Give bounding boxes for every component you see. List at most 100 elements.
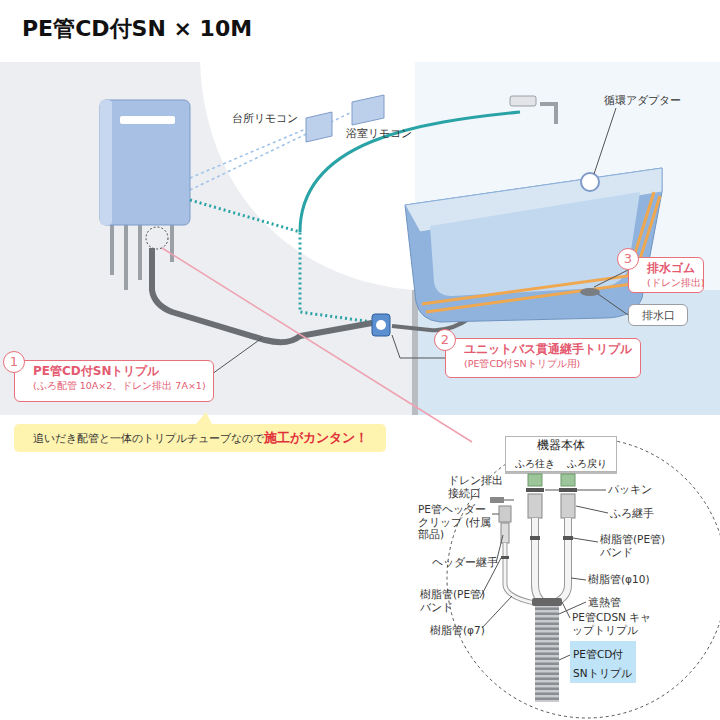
faucet bbox=[540, 104, 556, 124]
leader-line bbox=[594, 270, 628, 287]
scene-background bbox=[0, 62, 720, 415]
part-label: 樹脂管(φ10) bbox=[588, 573, 664, 586]
leader-line bbox=[559, 655, 570, 660]
callout-number: 3 bbox=[617, 248, 639, 270]
part-label: 循環アダプター bbox=[604, 94, 694, 107]
callout-box: 3排水ゴム(ドレン排出) bbox=[628, 257, 704, 293]
callout-note: (ドレン排出) bbox=[647, 277, 697, 289]
heater-pipe bbox=[124, 225, 128, 290]
part-label-box: 排水口 bbox=[628, 304, 688, 326]
remote-wire bbox=[190, 112, 352, 190]
circulation-adapter bbox=[581, 173, 599, 191]
tube-band bbox=[563, 536, 573, 540]
resin-tube bbox=[535, 518, 545, 604]
heater-body bbox=[100, 100, 190, 225]
through-fitting bbox=[372, 314, 390, 336]
packing bbox=[526, 488, 544, 492]
detail-marker bbox=[146, 227, 168, 249]
through-fitting bbox=[376, 320, 386, 330]
heater-side bbox=[100, 100, 112, 225]
callout-title: PE管CD付SNトリプル bbox=[33, 364, 207, 380]
kitchen-remote bbox=[306, 112, 332, 142]
banner-text: 追いだき配管と一体のトリプルチューブなので bbox=[33, 431, 264, 446]
room-wall bbox=[0, 62, 720, 415]
heater-pipe bbox=[110, 225, 114, 275]
bath-joint bbox=[561, 494, 575, 518]
device-body-box: 機器本体ふろ往きふろ戻り bbox=[505, 436, 617, 472]
callout-title: ユニットバス貫通継手トリプル bbox=[464, 342, 634, 358]
highlight-box: PE管CD付 SNトリプル bbox=[570, 641, 636, 683]
detail-view bbox=[447, 438, 720, 718]
callout-number: 2 bbox=[434, 329, 456, 351]
tube-band bbox=[501, 556, 509, 559]
drain bbox=[580, 288, 600, 296]
callout-note: (PE管CD付SNトリプル用) bbox=[464, 358, 634, 370]
bath-pipe bbox=[426, 196, 660, 312]
leader-line bbox=[545, 490, 606, 491]
part-name: PE管CD付 SNトリプル bbox=[573, 648, 632, 679]
wall-section bbox=[412, 290, 418, 415]
leader-line bbox=[492, 514, 499, 515]
leader-line bbox=[562, 602, 570, 618]
part-label: 遮熱管 bbox=[588, 596, 638, 609]
remote-wiring bbox=[190, 95, 384, 190]
resin-tube bbox=[535, 518, 545, 604]
callout-title: 排水ゴム bbox=[647, 261, 697, 277]
part-label: 台所リモコン bbox=[232, 112, 306, 125]
bathtub bbox=[405, 96, 662, 322]
leader-line bbox=[212, 338, 262, 374]
callout-box: 2ユニットバス貫通継手トリプル(PE管CD付SNトリプル用) bbox=[445, 338, 641, 378]
part-label: 樹脂管(PE管) バンド bbox=[420, 588, 496, 613]
feature-banner: 追いだき配管と一体のトリプルチューブなので施工がカンタン！ bbox=[14, 424, 386, 452]
callout-box: 1PE管CD付SNトリプル(ふろ配管 10A×2、ドレン排出 7A×1) bbox=[14, 360, 214, 402]
resin-tube bbox=[552, 518, 568, 604]
header-clip bbox=[499, 506, 511, 522]
banner-emphasis: 施工がカンタン！ bbox=[264, 430, 368, 447]
leader-line bbox=[594, 108, 616, 174]
cap-triple bbox=[532, 598, 562, 606]
leader-line bbox=[573, 538, 598, 542]
part-label: 樹脂管(φ7) bbox=[430, 624, 500, 637]
callout-number: 1 bbox=[3, 351, 25, 373]
remote-wire bbox=[190, 128, 308, 178]
resin-tube bbox=[552, 518, 568, 604]
part-label: ヘッダー継手 bbox=[432, 556, 502, 569]
corrugated-tube bbox=[535, 606, 559, 702]
heater-panel bbox=[120, 116, 175, 124]
part-label: 浴室リモコン bbox=[346, 127, 420, 140]
bath-joint bbox=[528, 494, 542, 518]
part-label: パッキン bbox=[608, 483, 668, 496]
callout-note: (ふろ配管 10A×2、ドレン排出 7A×1) bbox=[33, 380, 207, 392]
page-title: PE管CD付SN × 10M bbox=[22, 14, 252, 44]
resin-tube bbox=[505, 543, 540, 604]
banner-pointer bbox=[196, 412, 212, 424]
tube-band bbox=[530, 536, 540, 540]
part-label: PE管ヘッダー クリップ (付属部品) bbox=[418, 503, 494, 541]
water-heater bbox=[100, 100, 190, 290]
resin-tube bbox=[505, 543, 540, 604]
part-name: 排水口 bbox=[642, 308, 675, 323]
outlet-port bbox=[528, 474, 542, 486]
remote-cable bbox=[190, 200, 372, 322]
leader-line bbox=[482, 596, 512, 628]
detail-pointer bbox=[162, 248, 472, 442]
return-port bbox=[561, 474, 575, 486]
tub-body bbox=[405, 168, 662, 322]
leader-line bbox=[571, 578, 586, 580]
part-label: PE管CDSN キャップトリプル bbox=[572, 611, 658, 636]
drain-port bbox=[490, 497, 504, 503]
tub-basin bbox=[430, 192, 640, 296]
port-name: ふろ戻り bbox=[567, 458, 607, 470]
heater-pipe bbox=[170, 225, 174, 262]
port-name: ふろ往き bbox=[515, 458, 555, 470]
heater-pipe bbox=[138, 225, 142, 280]
leader-line bbox=[504, 500, 514, 501]
part-label: 樹脂管(PE管) バンド bbox=[600, 533, 676, 558]
device-heading: 機器本体 bbox=[506, 438, 616, 452]
faucet bbox=[510, 96, 536, 106]
bath-remote bbox=[352, 95, 384, 125]
part-label: ふろ継手 bbox=[610, 507, 670, 520]
part-label: ドレン排出 接続口 bbox=[448, 474, 508, 499]
